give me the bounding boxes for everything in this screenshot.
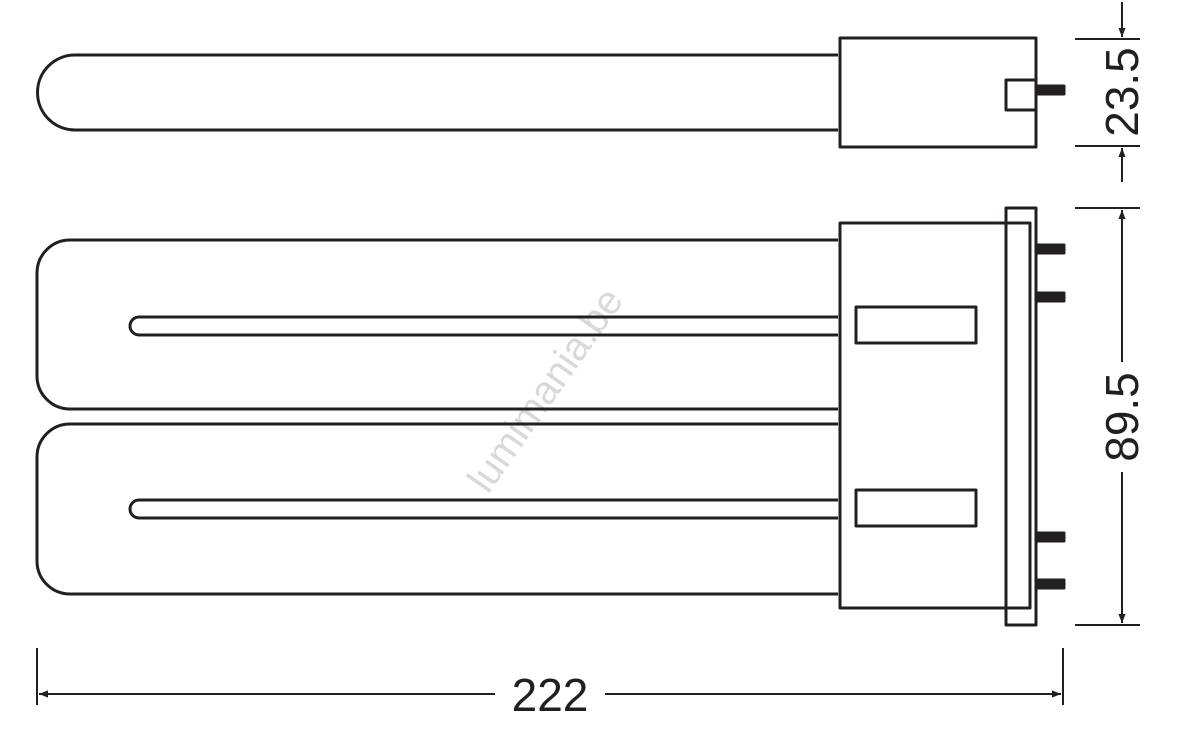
front-view-pin-4 — [1034, 578, 1066, 590]
dimension-label-length: 222 — [512, 669, 589, 721]
front-view-upper-tube — [35, 238, 838, 411]
front-view-pin-2 — [1034, 291, 1066, 303]
watermark-text: lumimania.be — [459, 280, 631, 500]
side-view-tube — [36, 53, 838, 132]
dimension-length — [36, 648, 1064, 705]
front-view-pin-1 — [1034, 243, 1066, 255]
front-view-base — [838, 221, 1032, 610]
front-view-pin-3 — [1034, 531, 1066, 543]
front-view-lower-tube-inner — [128, 498, 838, 520]
dimension-width-front — [1075, 207, 1140, 626]
dimension-label-height-side: 23.5 — [1096, 47, 1148, 137]
side-view — [36, 36, 1066, 149]
front-view-window-lower — [854, 488, 978, 528]
side-view-contact-block — [1004, 78, 1038, 112]
front-view — [35, 206, 1066, 627]
front-view-lower-tube — [35, 422, 838, 596]
dimension-height-side — [1075, 2, 1140, 182]
dimension-label-width-front: 89.5 — [1096, 372, 1148, 462]
side-view-pin — [1034, 84, 1066, 96]
front-view-base-rail — [1004, 206, 1038, 627]
front-view-window-upper — [854, 305, 978, 345]
front-view-upper-tube-inner — [128, 315, 838, 337]
